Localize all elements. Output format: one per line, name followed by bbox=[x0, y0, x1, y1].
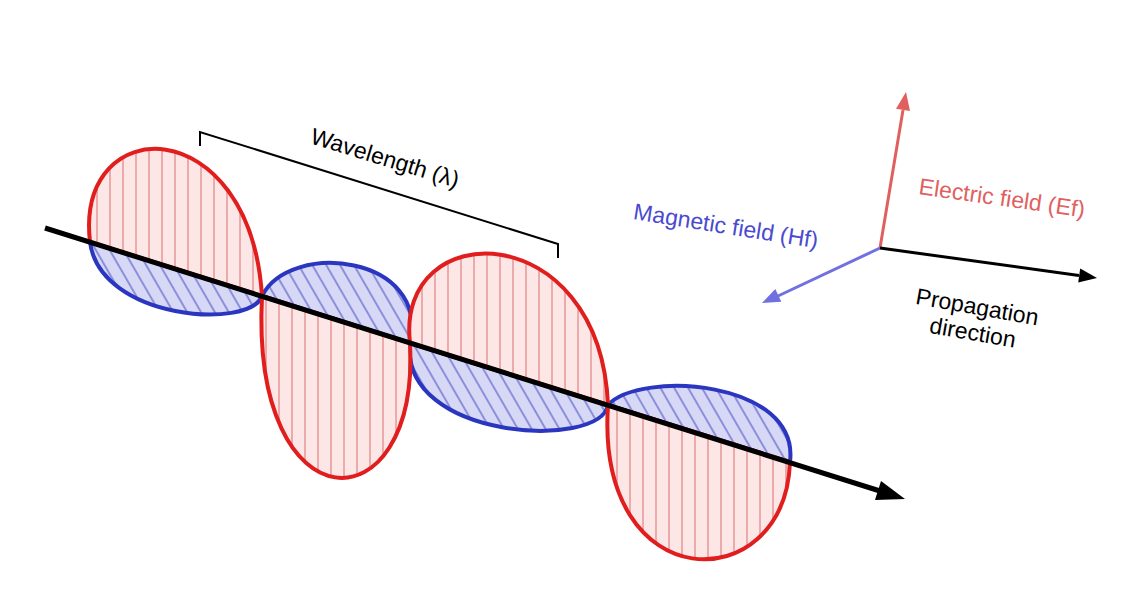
propagation-axis bbox=[45, 228, 905, 500]
field-axes bbox=[762, 92, 1097, 303]
wavelength-label: Wavelength (λ) bbox=[308, 123, 463, 193]
electric-field-label: Electric field (Ef) bbox=[917, 173, 1086, 222]
propagation-label: Propagation direction bbox=[897, 281, 1054, 359]
magnetic-field-label: Magnetic field (Hf) bbox=[632, 198, 820, 253]
